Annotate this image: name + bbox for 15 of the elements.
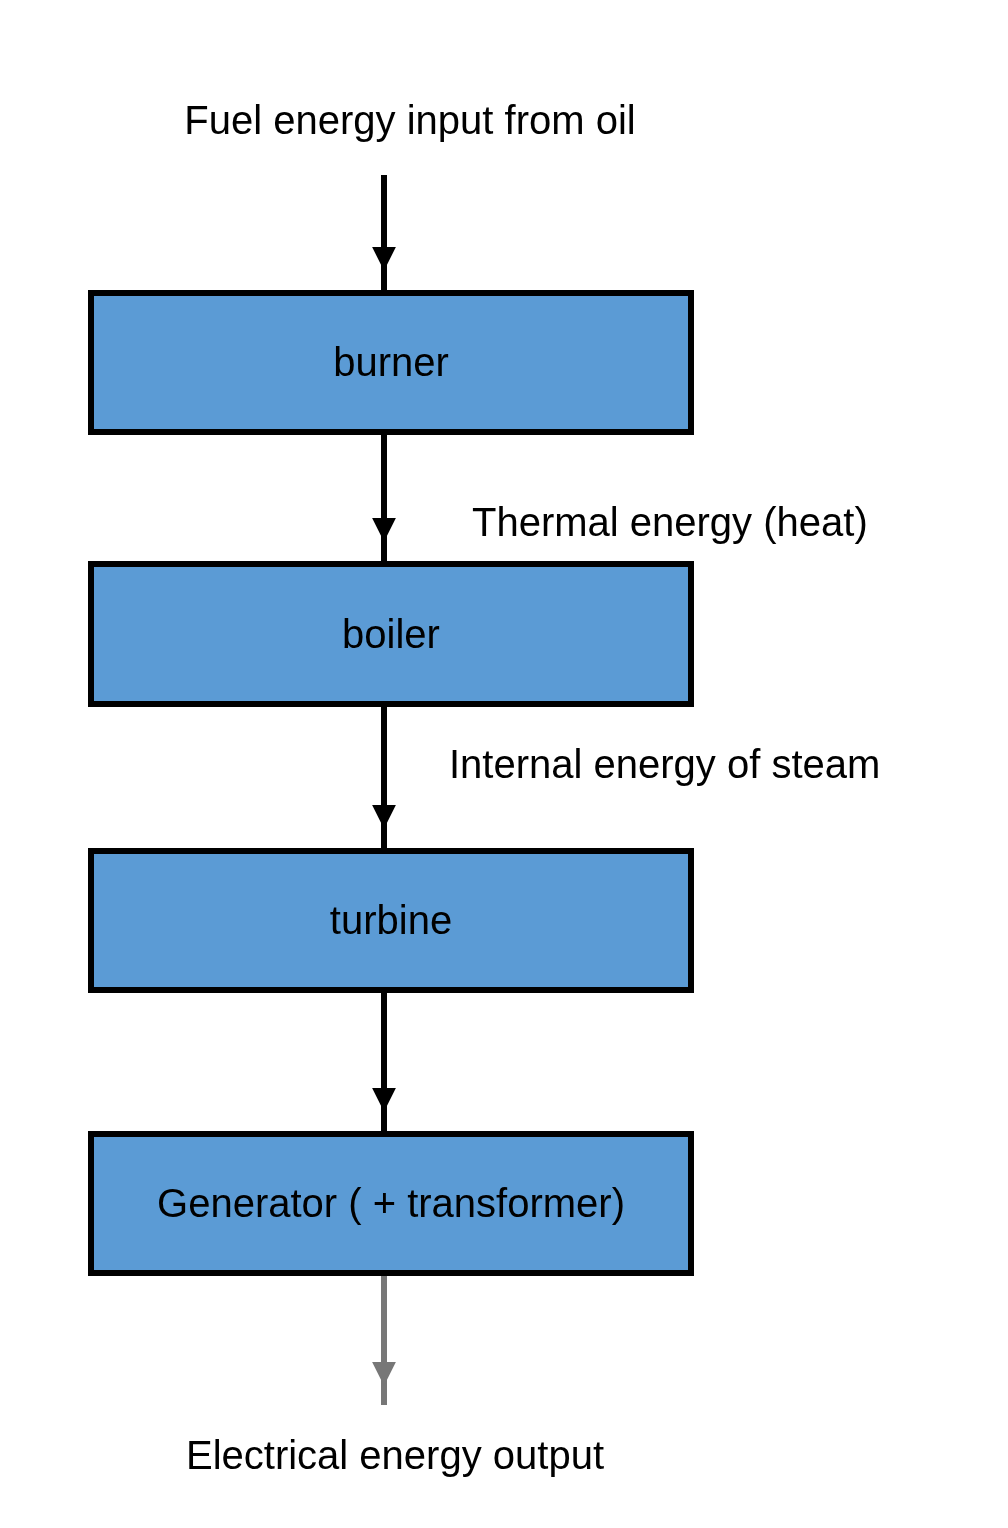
arrow bbox=[372, 707, 396, 848]
node-label: Generator ( + transformer) bbox=[157, 1181, 625, 1226]
arrow bbox=[372, 175, 396, 290]
arrow bbox=[372, 1276, 396, 1405]
process-box bbox=[88, 848, 694, 993]
node-label: boiler bbox=[342, 611, 440, 657]
process-box bbox=[88, 290, 694, 435]
arrow bbox=[372, 993, 396, 1131]
arrow bbox=[372, 435, 396, 561]
node-label: turbine bbox=[329, 898, 453, 943]
node-label: Electrical energy output bbox=[186, 1432, 604, 1478]
process-box bbox=[88, 1131, 694, 1276]
node-label: Fuel energy input from oil bbox=[184, 97, 636, 143]
node-label: burner bbox=[333, 340, 449, 385]
process-box bbox=[88, 561, 694, 707]
